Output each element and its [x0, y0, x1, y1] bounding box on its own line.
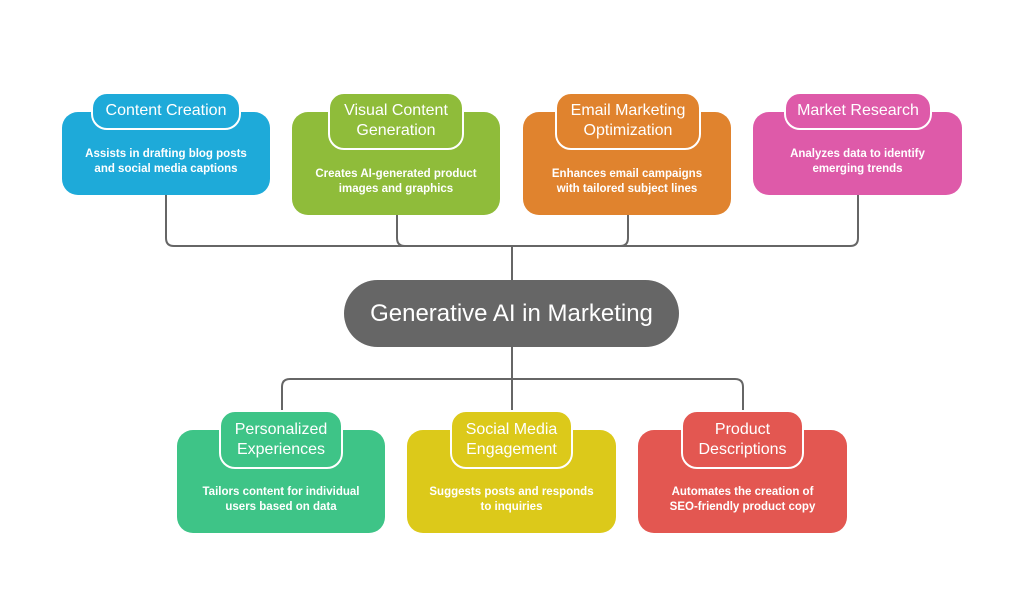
card-description: Automates the creation of SEO-friendly p…	[669, 486, 816, 513]
card-description: Analyzes data to identify emerging trend…	[790, 148, 925, 175]
card-title: Market Research	[784, 92, 932, 130]
card-description: Suggests posts and responds to inquiries	[429, 486, 594, 513]
card-product-descriptions: Automates the creation of SEO-friendly p…	[638, 430, 847, 533]
card-description: Enhances email campaigns with tailored s…	[551, 168, 703, 195]
card-title: Social Media Engagement	[450, 410, 573, 469]
central-topic: Generative AI in Marketing	[344, 280, 679, 347]
card-title: Visual Content Generation	[328, 92, 464, 150]
card-description: Tailors content for individual users bas…	[202, 486, 360, 513]
card-title: Email Marketing Optimization	[555, 92, 701, 150]
card-visual-content: Creates AI-generated product images and …	[292, 112, 500, 215]
card-title: Product Descriptions	[681, 410, 804, 469]
card-title: Content Creation	[91, 92, 241, 130]
card-description: Assists in drafting blog posts and socia…	[85, 148, 247, 175]
connector-top	[165, 195, 859, 280]
card-title: Personalized Experiences	[219, 410, 343, 469]
card-description: Creates AI-generated product images and …	[315, 168, 477, 195]
